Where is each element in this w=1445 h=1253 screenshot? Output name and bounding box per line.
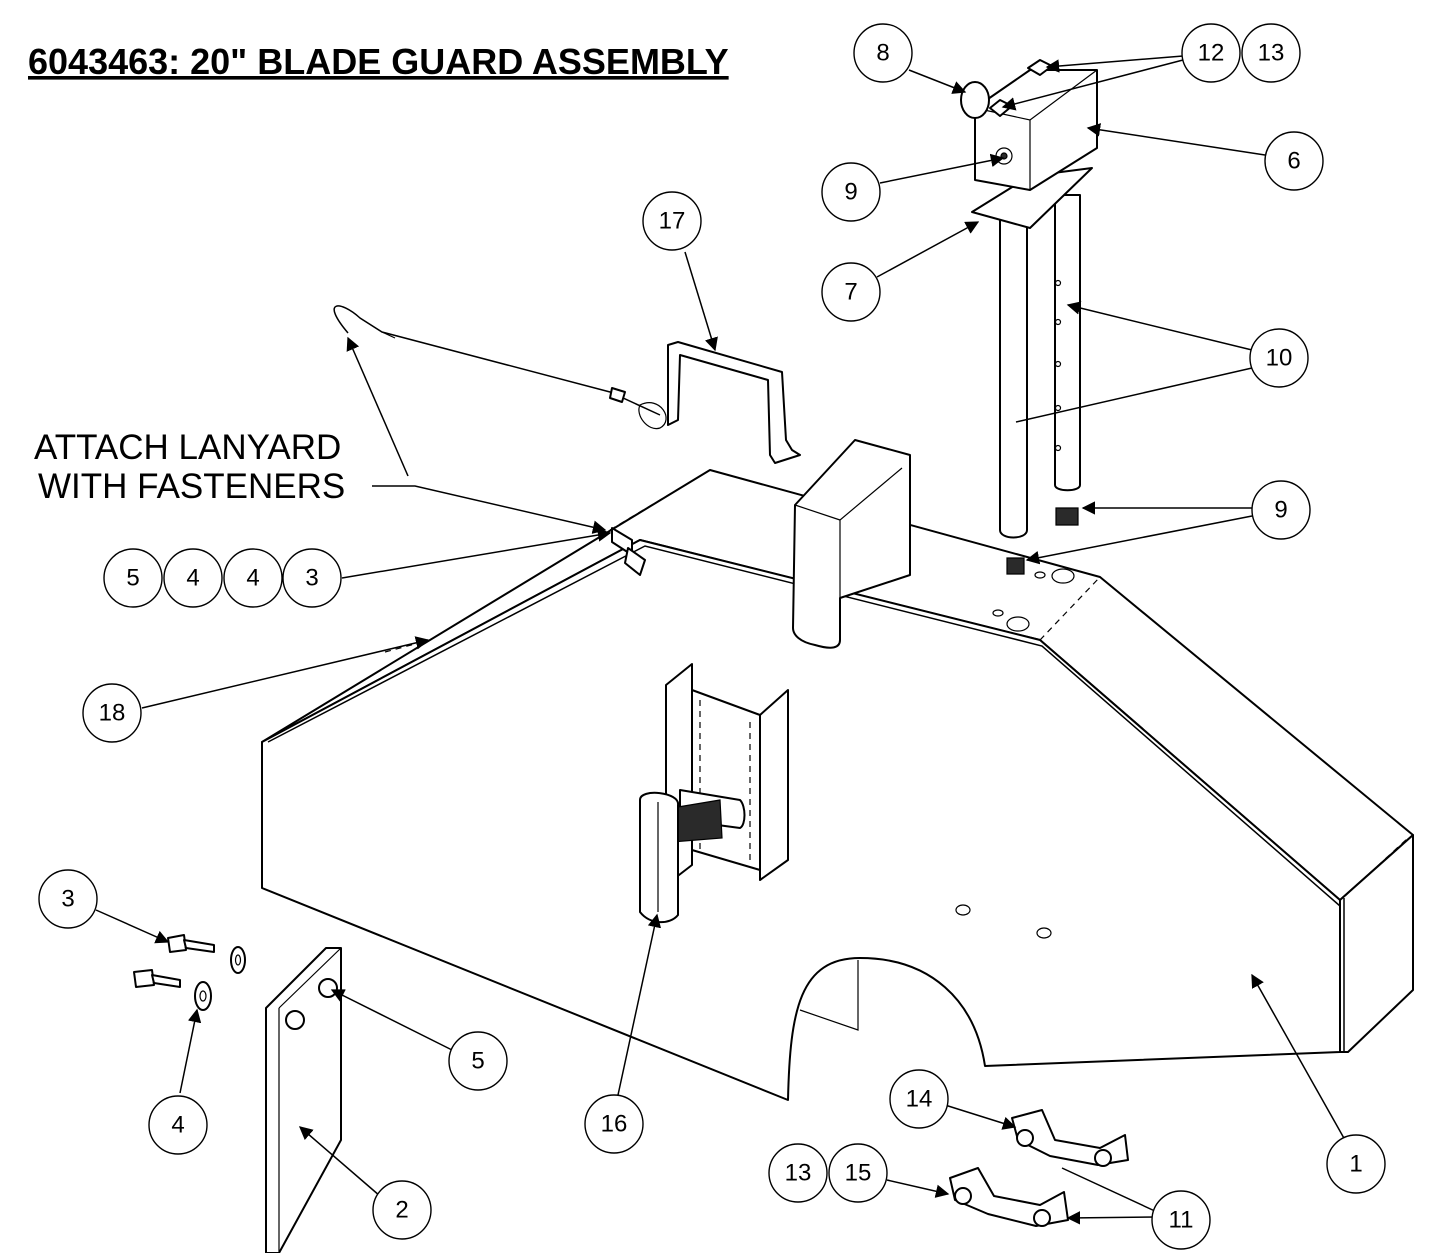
svg-text:2: 2 (395, 1197, 408, 1224)
callout-3: 3 (38, 869, 98, 929)
callout-10: 10 (1249, 328, 1309, 388)
callout-17: 17 (642, 191, 702, 251)
callout-5: 5 (448, 1031, 508, 1091)
svg-text:11: 11 (1169, 1207, 1194, 1234)
callout-9-upper: 9 (821, 162, 881, 222)
blade-guard-body (261, 469, 1414, 1101)
lanyard (333, 305, 801, 464)
svg-text:9: 9 (1274, 497, 1287, 524)
svg-text:17: 17 (659, 208, 686, 235)
callout-3-group: 3 (282, 548, 342, 608)
callout-2: 2 (372, 1180, 432, 1240)
callout-5-group: 5 (103, 548, 163, 608)
callout-13-bottom: 13 (768, 1143, 828, 1203)
svg-text:16: 16 (601, 1111, 628, 1138)
svg-text:4: 4 (246, 565, 259, 592)
callout-13-top: 13 (1241, 23, 1301, 83)
callout-4-group-b: 4 (223, 548, 283, 608)
svg-text:8: 8 (876, 40, 889, 67)
note-line-2: WITH FASTENERS (38, 467, 345, 506)
note-line-1: ATTACH LANYARD (34, 428, 341, 467)
callout-6: 6 (1264, 131, 1324, 191)
diagram-title: 6043463: 20" BLADE GUARD ASSEMBLY (28, 41, 729, 82)
callout-9-lower: 9 (1251, 480, 1311, 540)
callout-15: 15 (828, 1143, 888, 1203)
clamp-upper (1011, 1109, 1129, 1167)
svg-text:10: 10 (1266, 345, 1293, 372)
handle-strap (792, 439, 911, 649)
svg-text:3: 3 (305, 565, 318, 592)
callout-18: 18 (82, 683, 142, 743)
callout-12: 12 (1181, 23, 1241, 83)
svg-text:3: 3 (61, 886, 74, 913)
svg-text:14: 14 (906, 1086, 933, 1113)
callout-7: 7 (821, 262, 881, 322)
svg-text:13: 13 (1258, 40, 1285, 67)
svg-text:7: 7 (844, 279, 857, 306)
plate-part-2 (265, 947, 342, 1253)
callout-14: 14 (889, 1069, 949, 1129)
callout-4: 4 (148, 1095, 208, 1155)
svg-text:6: 6 (1287, 148, 1300, 175)
callout-11: 11 (1151, 1190, 1211, 1250)
callout-4-group-a: 4 (163, 548, 223, 608)
loose-bolts (133, 934, 246, 1011)
svg-text:12: 12 (1198, 40, 1225, 67)
svg-text:15: 15 (845, 1160, 872, 1187)
callout-1: 1 (1326, 1134, 1386, 1194)
svg-text:4: 4 (186, 565, 199, 592)
clamp-lower (949, 1167, 1069, 1227)
lanyard-fastener (611, 527, 646, 576)
callout-8: 8 (853, 23, 913, 83)
svg-text:18: 18 (99, 700, 126, 727)
callout-16: 16 (584, 1094, 644, 1154)
svg-text:5: 5 (471, 1048, 484, 1075)
latch-bracket (639, 663, 789, 924)
svg-text:9: 9 (844, 179, 857, 206)
svg-text:4: 4 (171, 1112, 184, 1139)
post-assembly (960, 59, 1098, 575)
leader-lines (95, 55, 1346, 1225)
svg-text:13: 13 (785, 1160, 812, 1187)
svg-text:1: 1 (1349, 1151, 1362, 1178)
svg-text:5: 5 (126, 565, 139, 592)
